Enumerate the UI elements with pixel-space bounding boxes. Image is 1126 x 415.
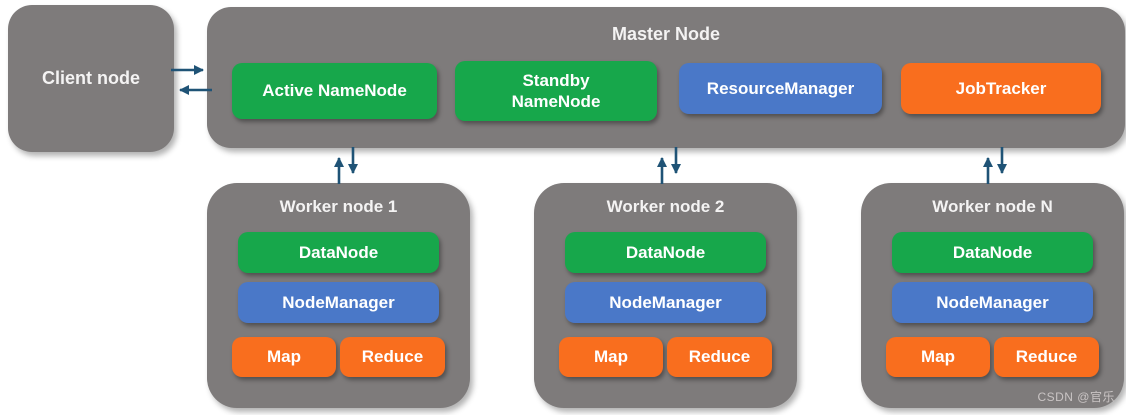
workerN-nodemanager-box: NodeManager bbox=[892, 282, 1093, 323]
jobtracker-box: JobTracker bbox=[901, 63, 1101, 114]
worker2-datanode-box: DataNode bbox=[565, 232, 766, 273]
workerN-map-box: Map bbox=[886, 337, 990, 377]
worker2-reduce-box: Reduce bbox=[667, 337, 772, 377]
workerN-datanode-box: DataNode bbox=[892, 232, 1093, 273]
workerN-reduce-box: Reduce bbox=[994, 337, 1099, 377]
worker-node-1-title: Worker node 1 bbox=[279, 197, 398, 216]
active-namenode-box: Active NameNode bbox=[232, 63, 437, 119]
master-node-box: Master Node Active NameNode Standby Name… bbox=[207, 7, 1125, 148]
client-node-box: Client node bbox=[8, 5, 174, 152]
resourcemanager-box: ResourceManager bbox=[679, 63, 882, 114]
watermark: CSDN @官乐 bbox=[1037, 390, 1115, 404]
worker1-map-box: Map bbox=[232, 337, 336, 377]
client-node-label: Client node bbox=[42, 68, 140, 88]
worker1-datanode-box: DataNode bbox=[238, 232, 439, 273]
worker-node-n-title: Worker node N bbox=[932, 197, 1053, 216]
worker2-map-box: Map bbox=[559, 337, 663, 377]
worker-node-n-box: Worker node N DataNode NodeManager Map R… bbox=[861, 183, 1124, 408]
worker1-reduce-box: Reduce bbox=[340, 337, 445, 377]
worker2-nodemanager-box: NodeManager bbox=[565, 282, 766, 323]
worker-node-2-box: Worker node 2 DataNode NodeManager Map R… bbox=[534, 183, 797, 408]
worker-node-2-title: Worker node 2 bbox=[606, 197, 725, 216]
standby-namenode-box: Standby NameNode bbox=[455, 61, 657, 121]
worker1-nodemanager-box: NodeManager bbox=[238, 282, 439, 323]
worker-node-1-box: Worker node 1 DataNode NodeManager Map R… bbox=[207, 183, 470, 408]
master-node-title: Master Node bbox=[611, 24, 721, 44]
